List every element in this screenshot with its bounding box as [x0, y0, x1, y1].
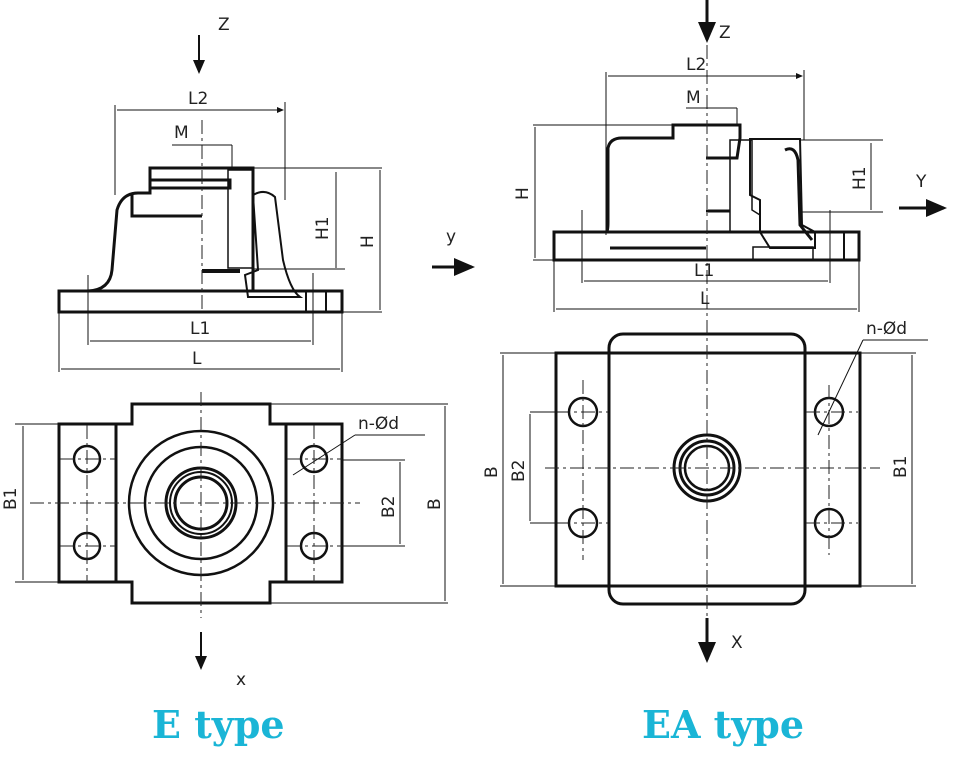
hole-callout: n-Ød: [866, 319, 907, 339]
rubber-section: [749, 138, 816, 249]
dim-b: B: [482, 466, 502, 478]
dim-h1: H1: [313, 216, 333, 240]
dim-l1: L1: [190, 319, 210, 339]
dim-h: H: [358, 235, 378, 248]
dim-b2: B2: [509, 460, 529, 482]
dim-l: L: [192, 349, 202, 369]
dim-l2: L2: [686, 55, 706, 75]
dim-b1: B1: [1, 488, 21, 510]
ea-type-caption: EA type: [642, 702, 805, 747]
x-axis-label: x: [236, 670, 246, 690]
e-type-top-view: B1 B2 B n-Ød x: [1, 392, 448, 690]
e-type-side-view: Z L2 M H1 H L1: [57, 15, 475, 372]
dim-h1: H1: [850, 166, 870, 190]
dim-l1: L1: [694, 261, 714, 281]
e-type-caption: E type: [152, 702, 285, 747]
base-plate: [57, 289, 344, 314]
dim-b2: B2: [379, 496, 399, 518]
z-axis-label: Z: [218, 15, 230, 35]
dim-b1: B1: [891, 456, 911, 478]
dim-b: B: [425, 498, 445, 510]
ea-type-side-view: Z L2 M H H1 L1 L Y: [513, 0, 947, 330]
y-axis-label: y: [446, 227, 456, 247]
hole-callout: n-Ød: [358, 414, 399, 434]
rubber-section: [243, 191, 304, 298]
dim-m: M: [174, 123, 189, 143]
steel-section: [227, 169, 254, 269]
housing-outline: [87, 166, 255, 293]
dim-l2: L2: [188, 89, 208, 109]
x-axis-label: X: [731, 633, 743, 653]
ea-type-top-view: B B2 B1 n-Ød X: [482, 319, 928, 663]
dim-h: H: [513, 187, 533, 200]
dim-m: M: [686, 88, 701, 108]
z-axis-label: Z: [719, 23, 731, 43]
y-axis-label: Y: [915, 172, 927, 192]
housing-outline: [605, 123, 742, 234]
dim-l: L: [700, 289, 710, 309]
